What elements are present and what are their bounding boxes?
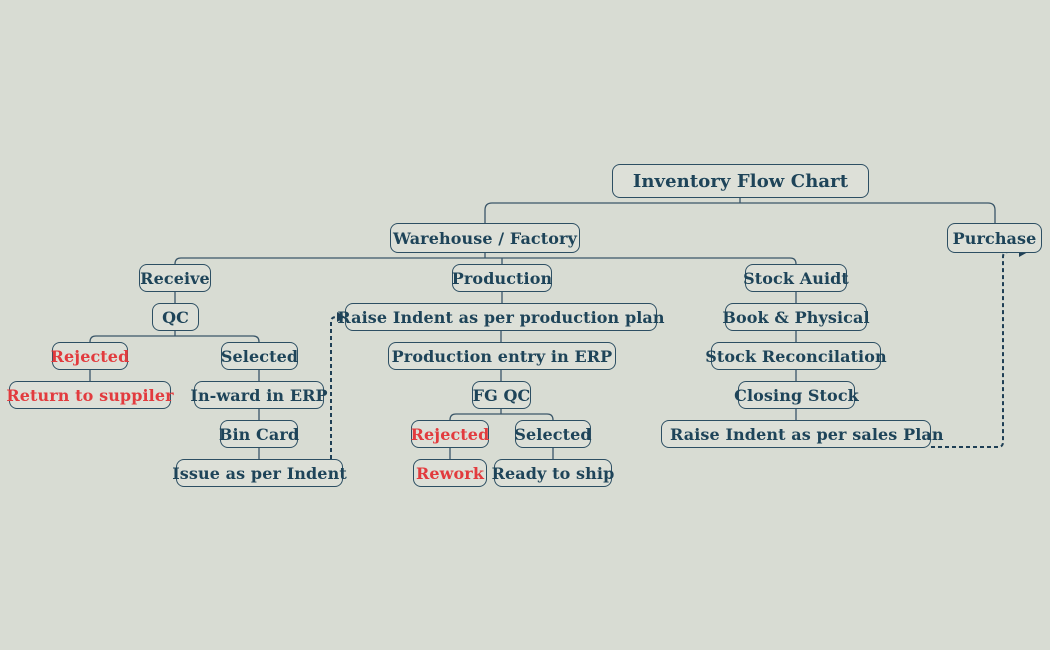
node-qc-selected: Selected: [221, 342, 298, 370]
node-production: Production: [452, 264, 552, 292]
node-fg-rejected: Rejected: [411, 420, 489, 448]
node-qc-rejected: Rejected: [51, 342, 129, 370]
node-inward-in-erp: In-ward in ERP: [190, 381, 328, 409]
node-return-to-supplier: Return to suppiler: [6, 381, 174, 409]
arrowhead-raise-production: [337, 312, 345, 322]
edge-qc-children: [89, 335, 260, 343]
node-production-entry-erp: Production entry in ERP: [388, 342, 616, 370]
edge-fgqc-children: [449, 413, 554, 421]
node-rework: Rework: [413, 459, 487, 487]
node-fg-selected: Selected: [514, 420, 592, 448]
node-receive: Receive: [139, 264, 211, 292]
node-stock-audit: Stock Auidt: [743, 264, 849, 292]
edge-title-children: [484, 202, 996, 223]
node-fg-qc: FG QC: [472, 381, 531, 409]
dashed-arrow-issue-to-raise-production: [330, 316, 338, 459]
edge-warehouse-children: [174, 257, 797, 265]
node-closing-stock: Closing Stock: [734, 381, 859, 409]
node-warehouse-factory: Warehouse / Factory: [390, 223, 580, 253]
node-inventory-flow-chart: Inventory Flow Chart: [612, 164, 869, 198]
node-ready-to-ship: Ready to ship: [492, 459, 614, 487]
node-raise-indent-production-plan: Raise Indent as per production plan: [337, 303, 665, 331]
node-qc: QC: [152, 303, 199, 331]
node-bin-card: Bin Card: [219, 420, 299, 448]
node-purchase: Purchase: [947, 223, 1042, 253]
node-issue-as-per-indent: Issue as per Indent: [172, 459, 347, 487]
node-book-and-physical: Book & Physical: [722, 303, 870, 331]
dashed-arrow-sales-to-purchase: [931, 251, 1020, 448]
node-raise-indent-sales-plan: Raise Indent as per sales Plan: [661, 420, 943, 448]
node-stock-reconciliation: Stock Reconcilation: [705, 342, 887, 370]
